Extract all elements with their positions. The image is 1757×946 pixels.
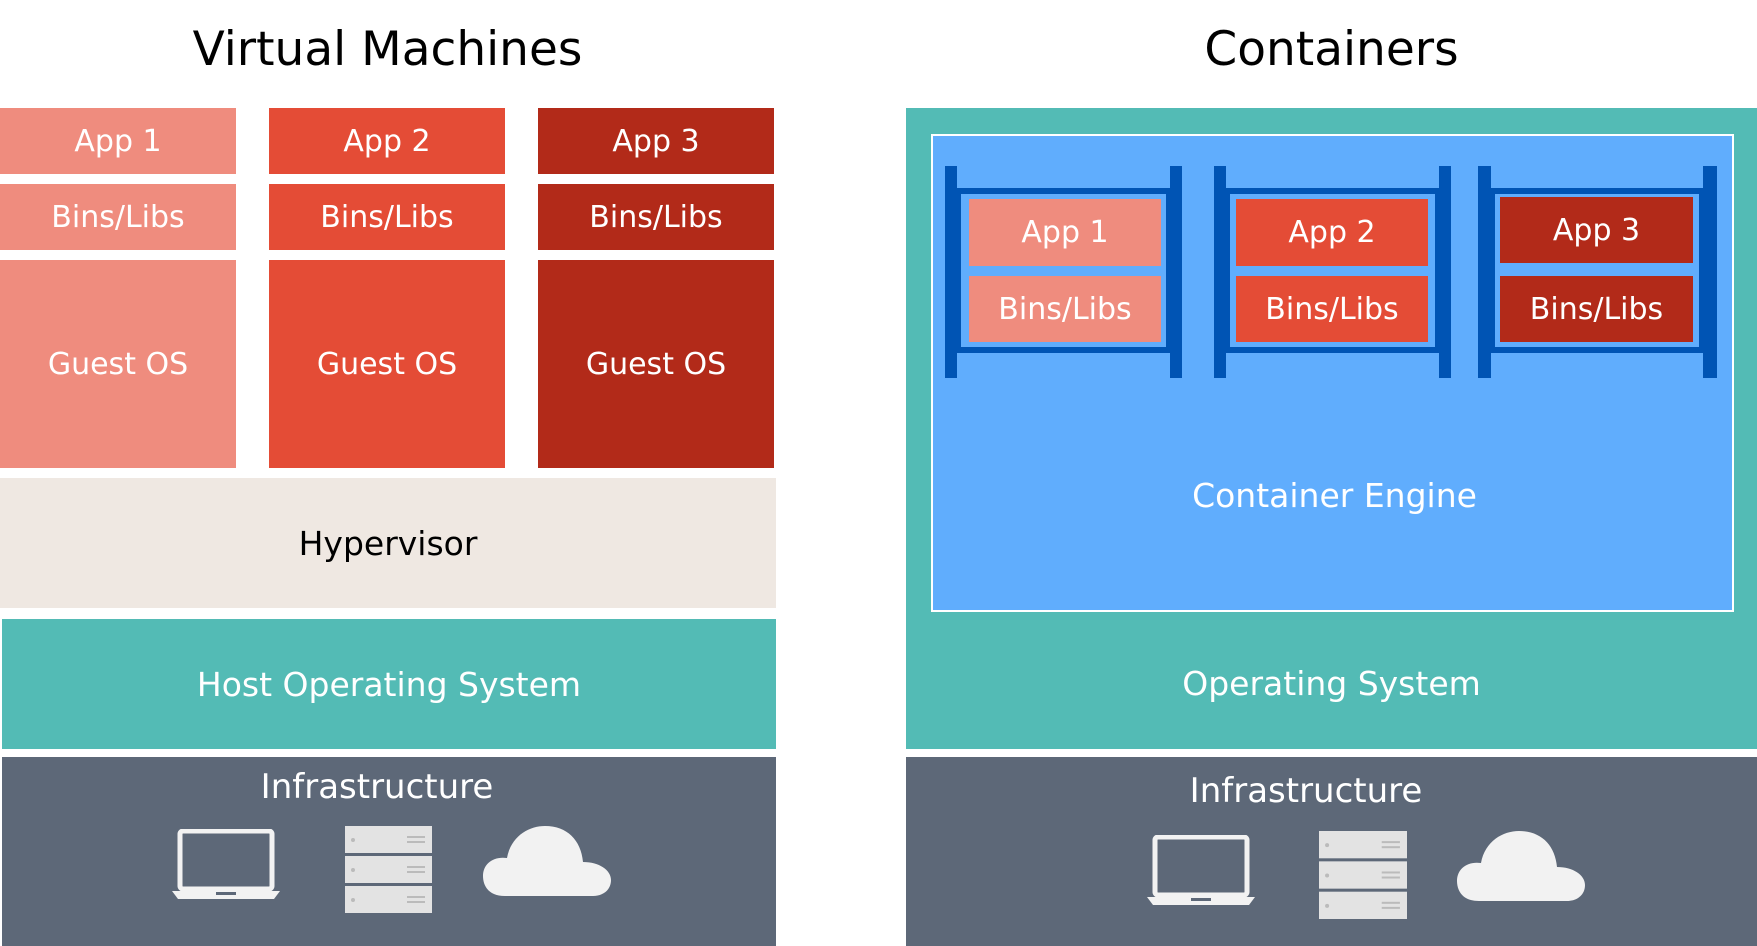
container-frame-post: [1703, 166, 1717, 378]
vm1-guest-os: Guest OS: [0, 260, 236, 468]
server-icon: [1319, 831, 1407, 919]
vm-infrastructure-layer: Infrastructure: [2, 757, 776, 946]
host-os-layer: Host Operating System: [2, 619, 776, 749]
laptop-icon: [1145, 835, 1257, 906]
container3-app: App 3: [1500, 197, 1693, 263]
container2-app: App 2: [1236, 199, 1428, 266]
container-frame-rail: [1224, 188, 1441, 353]
vm2-guest-os: Guest OS: [269, 260, 505, 468]
container3-bins: Bins/Libs: [1500, 276, 1693, 342]
vm3-guest-os: Guest OS: [538, 260, 774, 468]
laptop-icon: [170, 829, 282, 900]
vm2-bins: Bins/Libs: [269, 184, 505, 250]
containers-infrastructure-layer: Infrastructure: [906, 757, 1757, 946]
container-1: App 1 Bins/Libs: [945, 166, 1182, 378]
vm-infrastructure-label: Infrastructure: [260, 767, 494, 807]
vm3-app: App 3: [538, 108, 774, 174]
containers-infrastructure-label: Infrastructure: [1189, 771, 1423, 811]
hypervisor-layer: Hypervisor: [0, 478, 776, 608]
container2-bins: Bins/Libs: [1236, 276, 1428, 342]
container-frame-post: [945, 166, 957, 378]
vm3-bins: Bins/Libs: [538, 184, 774, 250]
container-frame-rail: [955, 188, 1172, 353]
container-3: App 3 Bins/Libs: [1478, 166, 1717, 378]
container1-app: App 1: [969, 199, 1161, 266]
server-icon: [345, 826, 432, 913]
container-engine-label: Container Engine: [1192, 476, 1477, 515]
container-frame-post: [1214, 166, 1226, 378]
container-frame-rail: [1489, 188, 1705, 353]
vm1-bins: Bins/Libs: [0, 184, 236, 250]
containers-title: Containers: [1204, 22, 1459, 77]
container-frame-post: [1439, 166, 1451, 378]
vm2-app: App 2: [269, 108, 505, 174]
vm1-app: App 1: [0, 108, 236, 174]
cloud-icon: [483, 826, 611, 897]
container-2: App 2 Bins/Libs: [1214, 166, 1451, 378]
container-frame-post: [1478, 166, 1491, 378]
container-frame-post: [1170, 166, 1182, 378]
vm-title: Virtual Machines: [192, 22, 583, 77]
container1-bins: Bins/Libs: [969, 276, 1161, 342]
operating-system-label: Operating System: [1182, 664, 1481, 703]
cloud-icon: [1457, 831, 1585, 902]
